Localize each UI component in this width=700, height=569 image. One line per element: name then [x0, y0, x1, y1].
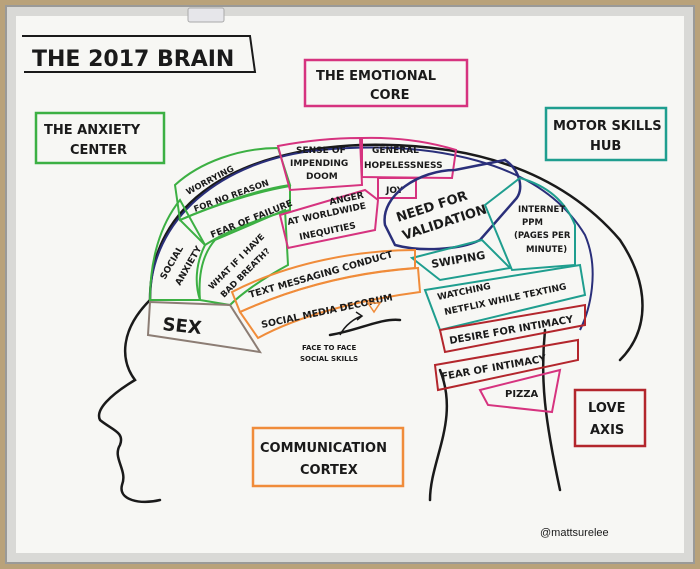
emotional-core-line2: CORE: [370, 88, 409, 103]
emotional-core-box: THE EMOTIONAL CORE: [303, 58, 469, 108]
pizza-text: PIZZA: [505, 389, 539, 400]
credit-handle: @mattsurelee: [540, 527, 609, 539]
title-box: THE 2017 BRAIN: [22, 35, 257, 73]
internet-line3: (PAGES PER: [514, 231, 571, 241]
joy-text: JOY: [385, 186, 404, 196]
region-hopelessness: GENERAL HOPELESSNESS: [361, 136, 458, 180]
hopelessness-line1: GENERAL: [372, 146, 419, 156]
internet-line2: PPM: [522, 218, 543, 228]
anxiety-center-line1: THE ANXIETY: [44, 123, 141, 138]
anxiety-center-line2: CENTER: [70, 143, 127, 158]
board-clip: [187, 7, 225, 23]
page-title: THE 2017 BRAIN: [32, 47, 234, 72]
head-outline: [97, 143, 644, 504]
anxiety-center-box: THE ANXIETY CENTER: [34, 111, 166, 165]
hopelessness-line2: HOPELESSNESS: [364, 161, 443, 171]
sense-doom-line1: SENSE OF: [296, 146, 346, 156]
sex-text: SEX: [161, 314, 202, 339]
sense-doom-line2: IMPENDING: [290, 159, 348, 169]
motor-skills-line2: HUB: [590, 139, 621, 154]
internet-line4: MINUTE): [526, 245, 567, 255]
face-to-face-note: FACE TO FACE SOCIAL SKILLS: [300, 302, 382, 363]
motor-skills-line1: MOTOR SKILLS: [553, 119, 662, 134]
communication-line1: COMMUNICATION: [260, 441, 387, 456]
communication-line2: CORTEX: [300, 463, 358, 478]
region-sex: SEX: [146, 300, 263, 354]
communication-cortex-box: COMMUNICATION CORTEX: [251, 426, 405, 488]
face-to-face-line2: SOCIAL SKILLS: [300, 355, 358, 363]
love-axis-line1: LOVE: [588, 401, 625, 416]
region-pizza: PIZZA: [478, 368, 562, 414]
emotional-core-line1: THE EMOTIONAL: [316, 69, 436, 84]
love-axis-box: LOVE AXIS: [573, 388, 647, 448]
brain-outline: [149, 146, 594, 331]
motor-skills-box: MOTOR SKILLS HUB: [544, 106, 668, 162]
region-joy: JOY: [377, 177, 417, 199]
sense-doom-line3: DOOM: [306, 172, 338, 182]
face-to-face-line1: FACE TO FACE: [302, 344, 356, 352]
love-axis-line2: AXIS: [590, 423, 624, 438]
region-internet-ppm: INTERNET PPM (PAGES PER MINUTE): [483, 176, 576, 272]
internet-line1: INTERNET: [518, 205, 565, 215]
